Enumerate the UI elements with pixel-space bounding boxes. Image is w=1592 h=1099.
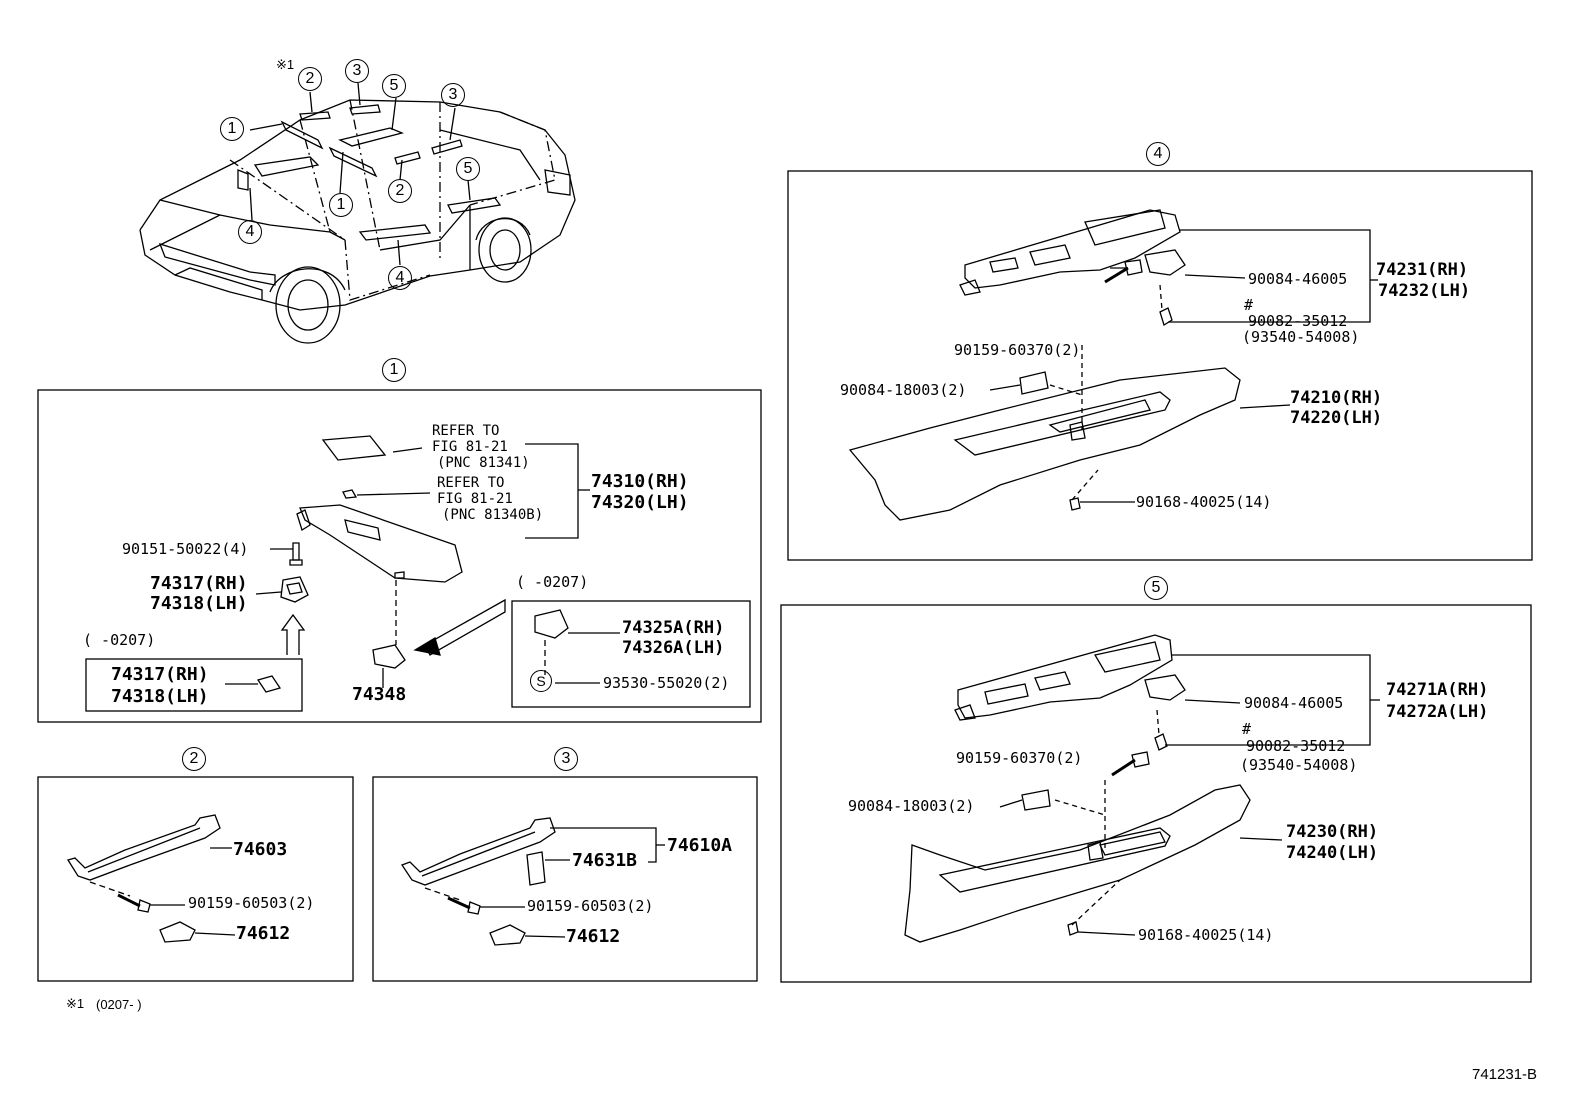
callout-1: 1 <box>220 117 244 141</box>
nut-alt: (93540-54008) <box>1242 328 1360 346</box>
callout-3: 3 <box>345 59 369 83</box>
section4-frame <box>787 170 1533 561</box>
nut-alt: (93540-54008) <box>1240 756 1358 774</box>
section5-parts <box>904 634 1380 943</box>
grip-assy-74610a: 74610A <box>667 835 733 856</box>
callout-4: 4 <box>238 220 262 244</box>
refer1-line3: (PNC 81341) <box>437 455 530 471</box>
section2-callout: 2 <box>182 747 206 771</box>
range-right: ( -0207) <box>516 573 589 591</box>
section5-callout: 5 <box>1144 576 1168 600</box>
clip-90084-46005: 90084-46005 <box>1244 694 1344 712</box>
callout-4: 4 <box>388 266 412 290</box>
switch-base-lh: 74272A(LH) <box>1386 702 1489 722</box>
section4-callout: 4 <box>1146 142 1170 166</box>
callout-5: 5 <box>456 157 480 181</box>
section3-parts <box>401 817 665 946</box>
range-left: ( -0207) <box>83 631 156 649</box>
bracket-rh: 74325A(RH) <box>622 618 725 638</box>
armrest-rh: 74230(RH) <box>1286 822 1379 842</box>
grip-screw: 90159-60503(2) <box>188 894 315 912</box>
callout-5: 5 <box>382 74 406 98</box>
visor-screw: 90151-50022(4) <box>122 540 249 558</box>
hash-mark: # <box>1244 296 1254 314</box>
section1-frame <box>37 389 762 723</box>
holder-rh: 74317(RH) <box>150 573 248 594</box>
callout-1: 1 <box>329 193 353 217</box>
section3-callout: 3 <box>554 747 578 771</box>
visor-rh: 74310(RH) <box>591 471 689 492</box>
grip-74603: 74603 <box>233 839 288 860</box>
hash-mark: # <box>1242 720 1252 738</box>
clip-74348: 74348 <box>352 684 407 705</box>
clip-90168-40025: 90168-40025(14) <box>1138 926 1274 944</box>
figure-id: 741231-B <box>1472 1066 1538 1083</box>
clip-90168-40025: 90168-40025(14) <box>1136 493 1272 511</box>
section2-parts <box>66 814 236 943</box>
section1-callout: 1 <box>382 358 406 382</box>
refer1-line1: REFER TO <box>432 423 500 439</box>
clip-90084-18003: 90084-18003(2) <box>840 381 967 399</box>
cover-74612: 74612 <box>566 926 621 947</box>
refer2-line2: FIG 81-21 <box>437 491 513 507</box>
car-overview <box>139 82 576 344</box>
screw-90159-60370: 90159-60370(2) <box>954 341 1081 359</box>
armrest-rh: 74210(RH) <box>1290 388 1383 408</box>
bracket-box <box>511 600 751 708</box>
clip-90084-18003: 90084-18003(2) <box>848 797 975 815</box>
refer1-line2: FIG 81-21 <box>432 439 508 455</box>
section2-frame <box>37 776 354 982</box>
refer2-line1: REFER TO <box>437 475 505 491</box>
callout-3: 3 <box>441 83 465 107</box>
section4-parts <box>848 209 1378 521</box>
section1-parts <box>225 435 620 693</box>
bracket-screw: 93530-55020(2) <box>603 674 730 692</box>
nut-90082-35012: 90082-35012 <box>1248 312 1348 330</box>
holder-74631b: 74631B <box>572 850 638 871</box>
cover-74612: 74612 <box>236 923 291 944</box>
callout-2: 2 <box>388 179 412 203</box>
screw-90159-60370: 90159-60370(2) <box>956 749 1083 767</box>
old-holder-rh: 74317(RH) <box>111 664 209 685</box>
old-holder-lh: 74318(LH) <box>111 686 209 707</box>
grip-screw: 90159-60503(2) <box>527 897 654 915</box>
nut-90082-35012: 90082-35012 <box>1246 737 1346 755</box>
clip-90084-46005: 90084-46005 <box>1248 270 1348 288</box>
old-holder-box <box>85 658 303 712</box>
s-mark: S <box>530 670 552 692</box>
switch-base-rh: 74231(RH) <box>1376 260 1469 280</box>
bracket-lh: 74326A(LH) <box>622 638 725 658</box>
armrest-lh: 74240(LH) <box>1286 843 1379 863</box>
refer2-line3: (PNC 81340B) <box>442 507 544 523</box>
footnote-text: (0207- ) <box>96 997 142 1012</box>
visor-lh: 74320(LH) <box>591 492 689 513</box>
section5-frame <box>780 604 1532 983</box>
switch-base-rh: 74271A(RH) <box>1386 680 1489 700</box>
holder-lh: 74318(LH) <box>150 593 248 614</box>
footnote-mark: ※1 <box>66 996 85 1011</box>
armrest-lh: 74220(LH) <box>1290 408 1383 428</box>
note-mark: ※1 <box>276 57 295 72</box>
section3-frame <box>372 776 758 982</box>
switch-base-lh: 74232(LH) <box>1378 281 1471 301</box>
callout-2: 2 <box>298 67 322 91</box>
